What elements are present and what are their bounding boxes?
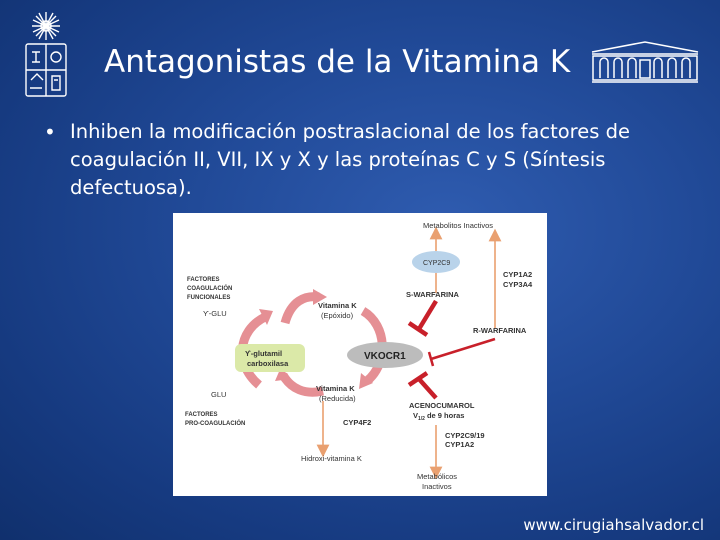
vitamin-k-cycle-diagram: Metabolitos Inactivos CYP2C9 CYP1A2 CYP3… <box>173 213 547 496</box>
factores-func-label-2: COAGULACIÓN <box>187 284 232 292</box>
bullet-marker: • <box>44 120 56 144</box>
carboxilasa-label-1: ϒ-glutamil <box>245 349 282 358</box>
university-crest-logo <box>25 12 67 97</box>
factores-pro-label-2: PRO-COAGULACIÓN <box>185 419 245 427</box>
left-cycle-arrowhead <box>259 309 273 325</box>
cyp2c9-label: CYP2C9 <box>423 260 450 267</box>
top-cycle-arrowhead <box>313 289 327 305</box>
s-warfarina-inhibitor-bar <box>407 321 429 337</box>
slide-title: Antagonistas de la Vitamina K <box>104 44 571 80</box>
factores-pro-label-1: FACTORES <box>185 412 218 418</box>
r-warfarina-inhibitor <box>430 337 496 361</box>
vitk-reducida-label-1: Vitamina K <box>316 384 355 393</box>
cyp3a4-label: CYP3A4 <box>503 280 533 289</box>
r-warfarina-inhibitor-bar <box>427 351 435 367</box>
bullet-text: Inhiben la modificación postraslacional … <box>70 120 630 199</box>
r-warfarina-label: R-WARFARINA <box>473 326 527 335</box>
building-logo <box>591 41 699 83</box>
cyp1a2-label: CYP1A2 <box>503 270 532 279</box>
acenocumarol-inhibitor <box>417 377 438 400</box>
vitk-epoxido-label-1: Vitamina K <box>318 301 357 310</box>
right-cycle-arrowhead <box>359 373 373 389</box>
carboxilasa-label-2: carboxilasa <box>247 359 289 368</box>
bullet-item: • Inhiben la modificación postraslaciona… <box>44 118 684 202</box>
vitk-reducida-label-2: (Reducida) <box>319 394 356 403</box>
s-warfarina-inhibitor <box>417 299 438 331</box>
factores-func-label-3: FUNCIONALES <box>187 295 230 301</box>
vkocr1-ellipse <box>347 342 423 368</box>
metabolicos-label-2: Inactivos <box>422 482 452 491</box>
v12-v: V <box>413 411 418 420</box>
footer-url: www.cirugiahsalvador.cl <box>523 516 704 534</box>
glu-label: GLU <box>211 390 226 399</box>
v12-sub: 1/2 <box>418 416 425 422</box>
acenocumarol-inhibitor-bar <box>407 371 429 387</box>
hidroxi-label: Hidroxi-vitamina K <box>301 454 362 463</box>
vitk-epoxido-label-2: (Epóxido) <box>321 311 354 320</box>
cyp4f2-label: CYP4F2 <box>343 418 371 427</box>
metabolitos-top-label: Metabolitos Inactivos <box>423 221 493 230</box>
carboxilasa-box <box>235 344 305 372</box>
gamma-glu-label: ϒ-GLU <box>203 309 227 318</box>
vkocr1-label: VKOCR1 <box>364 351 406 362</box>
cyp1a2-bottom-label: CYP1A2 <box>445 440 474 449</box>
s-warfarina-label: S-WARFARINA <box>406 290 459 299</box>
bottom-cycle-arrowhead <box>275 367 291 381</box>
v12-rest: de 9 horas <box>427 411 465 420</box>
cyp2c9-19-label: CYP2C9/19 <box>445 431 485 440</box>
acenocumarol-label: ACENOCUMAROL <box>409 401 475 410</box>
factores-func-label-1: FACTORES <box>187 277 220 283</box>
cyp2c9-ellipse <box>412 251 460 273</box>
metabolicos-label-1: Metabólicos <box>417 472 457 481</box>
